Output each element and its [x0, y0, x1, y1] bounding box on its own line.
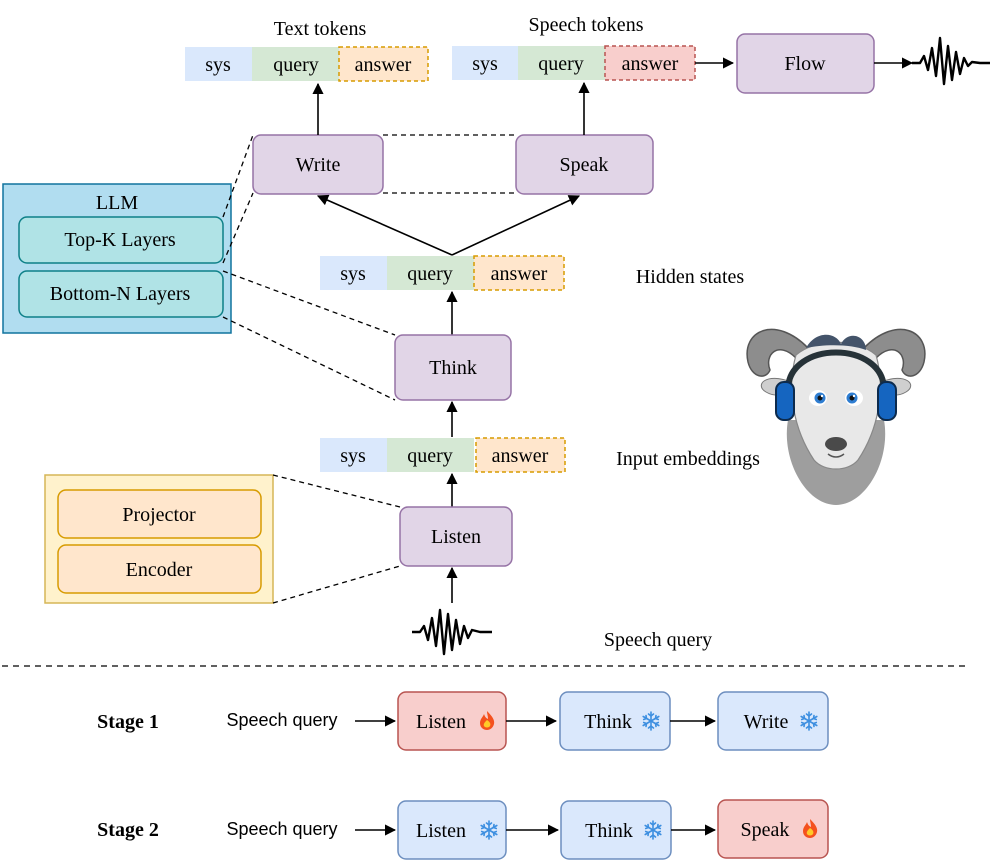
stage-step-listen: Listen — [416, 711, 466, 733]
token-query: query — [407, 263, 453, 285]
token-answer: answer — [492, 445, 549, 467]
stage-2-row: Stage 2 Speech query Listen Think Speak — [97, 799, 829, 860]
token-query: query — [273, 54, 319, 76]
llm-title: LLM — [96, 192, 138, 214]
stage-label: Stage 1 — [97, 711, 159, 733]
token-sys: sys — [205, 54, 231, 76]
projector-label: Projector — [122, 504, 196, 526]
waveform-icon — [412, 608, 492, 656]
llm-block: LLM Top-K Layers Bottom-N Layers — [2, 183, 232, 334]
think-module: Think — [394, 334, 512, 401]
stage-1-row: Stage 1 Speech query Listen Think Write — [97, 691, 829, 751]
flow-module: Flow — [736, 33, 875, 94]
stage-step-speak: Speak — [741, 819, 790, 841]
speak-label: Speak — [560, 154, 609, 176]
token-sys: sys — [340, 263, 366, 285]
token-query: query — [538, 53, 584, 75]
write-label: Write — [296, 154, 341, 176]
text-token-row: sys query answer — [185, 46, 429, 82]
speech-token-row: sys query answer — [452, 45, 696, 81]
token-query: query — [407, 445, 453, 467]
encoder-label: Encoder — [126, 559, 193, 581]
bottom-n-layers-label: Bottom-N Layers — [50, 283, 191, 305]
write-module: Write — [252, 134, 384, 195]
token-sys: sys — [340, 445, 366, 467]
think-label: Think — [429, 357, 477, 379]
stage-label: Stage 2 — [97, 819, 159, 841]
stage-step-think: Think — [584, 711, 632, 733]
goat-headphones-icon — [746, 328, 926, 505]
stage-input-label: Speech query — [226, 819, 337, 839]
encoder-block: Projector Encoder — [44, 474, 274, 604]
token-answer: answer — [355, 54, 412, 76]
waveform-icon — [912, 36, 990, 86]
listen-module: Listen — [399, 506, 513, 567]
stage-step-listen: Listen — [416, 820, 466, 842]
input-embeddings-label: Input embeddings — [616, 448, 760, 470]
stage-input-label: Speech query — [226, 710, 337, 730]
speak-module: Speak — [515, 134, 654, 195]
listen-label: Listen — [431, 526, 481, 548]
top-k-layers-label: Top-K Layers — [64, 229, 176, 251]
speech-tokens-label: Speech tokens — [529, 14, 644, 36]
text-tokens-label: Text tokens — [274, 18, 367, 40]
stage-step-think: Think — [585, 820, 633, 842]
token-answer: answer — [622, 53, 679, 75]
stage-step-write: Write — [744, 711, 789, 733]
flow-label: Flow — [784, 53, 826, 75]
hidden-state-row: sys query answer — [320, 255, 565, 291]
speech-query-label: Speech query — [604, 629, 712, 651]
token-sys: sys — [472, 53, 498, 75]
hidden-states-label: Hidden states — [636, 266, 745, 288]
token-answer: answer — [491, 263, 548, 285]
input-embedding-row: sys query answer — [320, 437, 566, 473]
